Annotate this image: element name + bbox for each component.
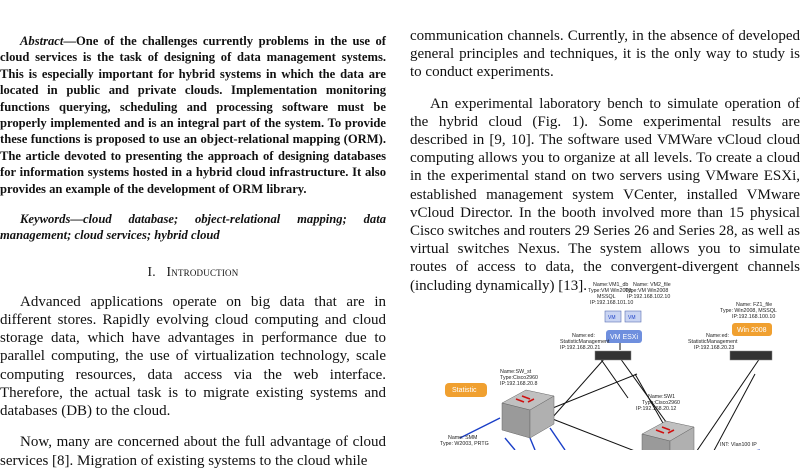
fz1-node: Name: FZ1_file Type: Win2008, MSSQL IP:1…: [720, 302, 777, 320]
svg-text:Name:SW1: Name:SW1: [648, 394, 675, 400]
abstract-label: Abstract: [20, 34, 64, 48]
statistic-badge: [445, 383, 487, 397]
svg-text:Name:ed:: Name:ed:: [572, 333, 595, 339]
vm-tag: VM: [608, 315, 616, 321]
paragraph: An experimental laboratory bench to simu…: [410, 95, 800, 294]
paragraph: Now, many are concerned about the full a…: [0, 434, 386, 469]
svg-text:IP:192.168.20.8: IP:192.168.20.8: [500, 381, 537, 387]
svg-text:IP:192.168.101.10: IP:192.168.101.10: [590, 300, 633, 306]
section-number: I.: [147, 263, 156, 279]
svg-text:Name:ed:: Name:ed:: [706, 333, 729, 339]
network-figure: Name:VM1_db Type:VM Win2008, MSSQL IP:19…: [430, 278, 800, 450]
svg-text:IP:192.168.100.10: IP:192.168.100.10: [732, 314, 775, 320]
svg-text:Name: SMM: Name: SMM: [448, 435, 477, 441]
network-diagram: Name:VM1_db Type:VM Win2008, MSSQL IP:19…: [440, 282, 777, 450]
svg-text:StatisticManagement: StatisticManagement: [560, 339, 610, 345]
stat1-node: Name:ed: StatisticManagement IP:192.168.…: [560, 333, 610, 351]
svg-text:Type: Win2008, MSSQL: Type: Win2008, MSSQL: [720, 308, 777, 314]
server-rack: [594, 350, 632, 361]
win-label: Win 2008: [737, 327, 767, 334]
svg-text:IP:192.168.20.23: IP:192.168.20.23: [694, 345, 734, 351]
paragraph: communication channels. Currently, in th…: [410, 28, 800, 81]
svg-text:MSSQL: MSSQL: [597, 294, 616, 300]
svg-text:StatisticManagement: StatisticManagement: [688, 339, 738, 345]
vm-icon: [624, 310, 642, 323]
svg-text:Type:Cisco2960: Type:Cisco2960: [642, 400, 680, 406]
vlan-label: INT: Vlan100 IP: [720, 442, 757, 448]
abstract: Abstract—One of the challenges currently…: [0, 33, 386, 197]
vm-tag: VM: [628, 315, 636, 321]
svg-text:Type: W2003, PRTG: Type: W2003, PRTG: [440, 441, 489, 447]
esxi-badge: [606, 330, 642, 343]
abstract-text: —One of the challenges currently problem…: [0, 34, 386, 196]
network-links: [527, 338, 761, 450]
svg-text:Type:VM Win2008,: Type:VM Win2008,: [588, 288, 633, 294]
svg-text:Name:VM1_db: Name:VM1_db: [593, 282, 628, 288]
blue-links: [459, 417, 760, 450]
esxi-label: VM ESXi: [610, 334, 638, 341]
svg-text:Type:VM Win2008: Type:VM Win2008: [625, 288, 668, 294]
server-rack: [729, 350, 773, 361]
vm1-node: Name:VM1_db Type:VM Win2008, MSSQL IP:19…: [588, 282, 633, 306]
statistic-label: Statistic: [452, 387, 477, 394]
svg-text:IP:192.168.20.12: IP:192.168.20.12: [636, 406, 676, 412]
win-badge: [732, 323, 772, 336]
stat2-node: Name:ed: StatisticManagement IP:192.168.…: [688, 333, 738, 351]
switch-icon: [501, 389, 555, 439]
smm-node: Name: SMM Type: W2003, PRTG: [440, 435, 489, 447]
svg-text:Name: FZ1_file: Name: FZ1_file: [736, 302, 772, 308]
sw2-node: Name:SW1 Type:Cisco2960 IP:192.168.20.12: [636, 394, 680, 412]
left-column: Abstract—One of the challenges currently…: [0, 0, 386, 470]
vm2-node: Name: VM2_file Type:VM Win2008 IP:192.16…: [625, 282, 671, 300]
svg-text:Name: VM2_file: Name: VM2_file: [633, 282, 671, 288]
svg-text:IP:192.168.102.10: IP:192.168.102.10: [627, 294, 670, 300]
vm-icon: [604, 310, 622, 323]
paragraph: Advanced applications operate on big dat…: [0, 293, 386, 420]
section-heading: I. Introduction: [0, 264, 386, 280]
section-title: Introduction: [166, 263, 239, 279]
svg-text:IP:192.168.20.21: IP:192.168.20.21: [560, 345, 600, 351]
switch-icon: [641, 420, 695, 450]
sw1-node: Name:SW_st Type:Cisco2960 IP:192.168.20.…: [500, 369, 538, 387]
right-column: communication channels. Currently, in th…: [410, 0, 800, 295]
svg-text:Name:SW_st: Name:SW_st: [500, 369, 532, 375]
keywords: Keywords—cloud database; object-relation…: [0, 212, 386, 243]
svg-text:Type:Cisco2960: Type:Cisco2960: [500, 375, 538, 381]
